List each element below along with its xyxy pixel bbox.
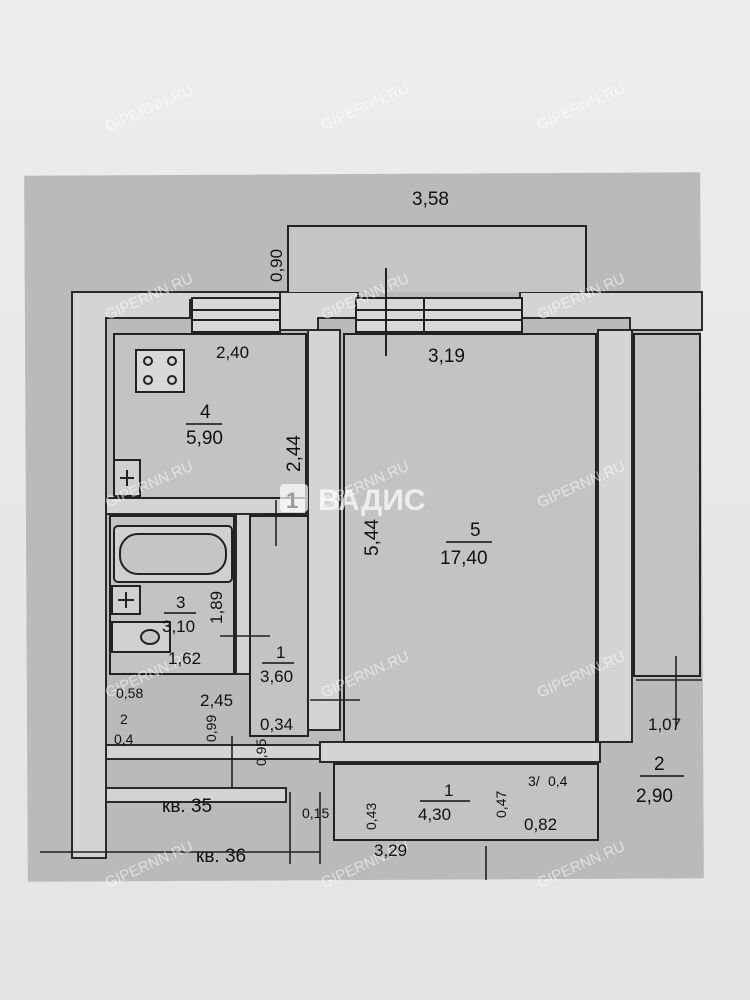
dim-right: 1,07 xyxy=(648,715,681,734)
dim-bottom-b: 0,43 xyxy=(363,803,379,830)
room-number: 4 xyxy=(200,402,211,423)
watermark-text: GIPERNN.RU xyxy=(103,838,196,892)
dim-bottom-d: 0,82 xyxy=(524,815,557,834)
dim-bath-depth: 1,89 xyxy=(207,591,226,624)
dimension-lines xyxy=(40,500,702,880)
dim-hall-width: 2,45 xyxy=(200,691,233,710)
lower-room xyxy=(333,763,599,841)
washbasin-icon xyxy=(111,585,141,615)
watermark-text: GIPERNN.RU xyxy=(535,838,628,892)
room-area: 5,90 xyxy=(186,428,223,449)
watermark-text: GIPERNN.RU xyxy=(535,80,628,134)
room-area: 4,30 xyxy=(418,805,451,824)
dim-vertical-small: 0,95 xyxy=(253,739,269,766)
windows xyxy=(191,268,523,356)
room-number: 2 xyxy=(654,754,665,775)
bathtub-icon xyxy=(113,525,233,583)
brand-logo: 1 ВАДИС xyxy=(280,484,426,517)
apartment-labels: кв. 35 кв. 36 xyxy=(162,796,246,867)
dim-hall-small: 0,34 xyxy=(260,715,293,734)
dim-wc: 0,58 xyxy=(116,685,143,701)
room-area: 0,4 xyxy=(548,773,568,789)
dim-room-width: 3,19 xyxy=(428,346,465,367)
room-number: 1 xyxy=(276,643,285,662)
dim-room-depth: 5,44 xyxy=(362,519,383,556)
dim-wc-depth: 0,99 xyxy=(203,715,219,742)
dim-kitchen-width: 2,40 xyxy=(216,343,249,362)
room-area: 17,40 xyxy=(440,548,488,569)
room-number: 5 xyxy=(470,520,481,541)
storage-right xyxy=(633,333,701,677)
apartment-36-label: кв. 36 xyxy=(196,846,246,867)
kitchen-sink-icon xyxy=(113,459,141,497)
dim-kitchen-depth: 2,44 xyxy=(284,435,305,472)
room-labels: 4 5,90 5 17,40 3 3,10 1 3,60 2 0,4 1 4,3… xyxy=(114,402,684,824)
dim-bottom-a: 0,15 xyxy=(302,805,329,821)
room-number: 2 xyxy=(120,711,128,727)
dim-bath-width: 1,62 xyxy=(168,649,201,668)
dim-bottom-width: 3,29 xyxy=(374,841,407,860)
dim-bottom-c: 0,47 xyxy=(493,791,509,818)
brand-name: ВАДИС xyxy=(318,484,426,517)
dim-top-width: 3,58 xyxy=(412,189,449,210)
toilet-icon xyxy=(111,621,171,653)
room-number: 3 xyxy=(176,593,185,612)
living-room xyxy=(343,333,597,743)
room-area: 3,60 xyxy=(260,667,293,686)
brand-mark: 1 xyxy=(286,488,298,513)
hallway xyxy=(249,515,309,737)
dim-balcony-depth: 0,90 xyxy=(267,249,286,282)
room-number: 1 xyxy=(444,781,453,800)
room-area: 2,90 xyxy=(636,786,673,807)
dimension-labels: 3,58 0,90 2,40 2,44 3,19 5,44 1,89 1,62 … xyxy=(116,189,681,860)
room-interiors xyxy=(109,333,701,841)
watermark-text: GIPERNN.RU xyxy=(319,80,412,134)
room-area: 3,10 xyxy=(162,617,195,636)
room-number: 3/ xyxy=(528,773,540,789)
balcony xyxy=(287,225,587,292)
watermark-text: GIPERNN.RU xyxy=(103,82,196,136)
stove-icon xyxy=(135,349,185,393)
apartment-35-label: кв. 35 xyxy=(162,796,212,817)
room-area: 0,4 xyxy=(114,731,134,747)
